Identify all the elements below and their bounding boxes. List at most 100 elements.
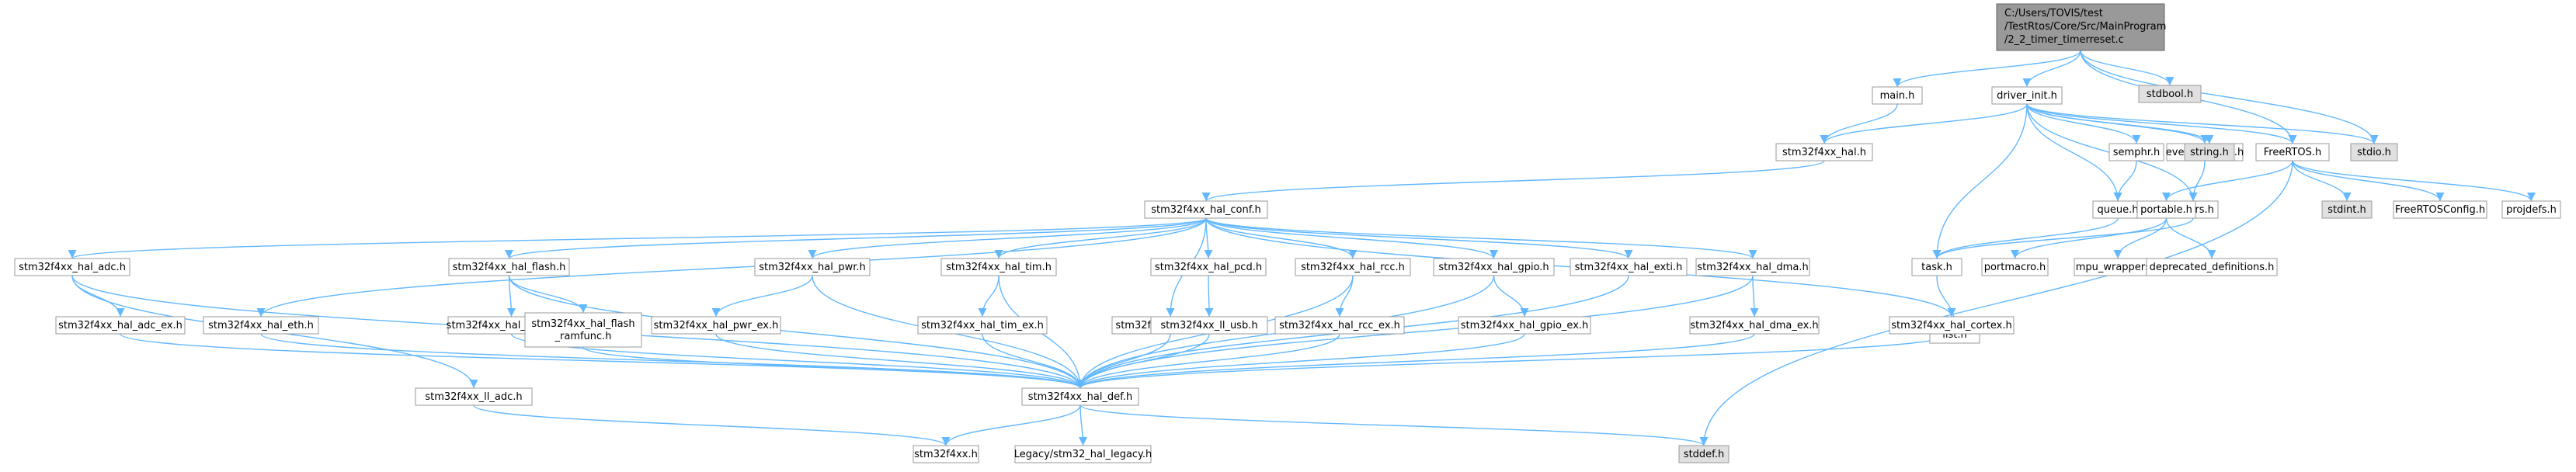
node-label: main.h: [1880, 90, 1915, 102]
node-hal-tim[interactable]: stm32f4xx_hal_tim.h: [940, 258, 1057, 276]
edge-ll_usb-to-hal_def: [1076, 333, 1210, 389]
node-hal-pwr-ex[interactable]: stm32f4xx_hal_pwr_ex.h: [651, 316, 781, 335]
node-freertos[interactable]: FreeRTOS.h: [2255, 143, 2330, 161]
node-hal-cortex[interactable]: stm32f4xx_hal_cortex.h: [1889, 316, 2015, 335]
edge-event_groups-to-timers: [2188, 160, 2206, 202]
edge-hal_def-to-stm32f4xx: [941, 404, 1081, 446]
edge-hal_rcc_ex-to-hal_def: [1076, 333, 1340, 389]
node-hal[interactable]: stm32f4xx_hal.h: [1775, 143, 1873, 161]
node-string-h[interactable]: string.h: [2184, 143, 2235, 161]
edge-hal-to-hal_conf: [1201, 160, 1825, 202]
node-label: stm32f4xx_hal_dma.h: [1697, 262, 1808, 273]
node-label: stm32f4xx_hal_rcc_ex.h: [1279, 320, 1400, 331]
node-stddef[interactable]: stddef.h: [1678, 445, 1730, 463]
node-label: stm32f4xx_hal_exti.h: [1575, 262, 1683, 273]
edge-hal_conf-to-hal_dma: [1205, 217, 1757, 259]
node-stdint[interactable]: stdint.h: [2321, 200, 2373, 219]
edge-hal_dma_ex-to-hal_def: [1076, 333, 1755, 389]
node-label: mpu_wrappers.h: [2076, 262, 2161, 273]
node-label: FreeRTOSConfig.h: [2395, 204, 2485, 216]
edge-hal_flash-to-hal_flash_ex: [506, 275, 516, 318]
node-hal-adc-ex[interactable]: stm32f4xx_hal_adc_ex.h: [55, 316, 186, 335]
node-hal-gpio[interactable]: stm32f4xx_hal_gpio.h: [1433, 258, 1555, 276]
node-hal-rcc-ex[interactable]: stm32f4xx_hal_rcc_ex.h: [1274, 316, 1405, 335]
edge-timers-to-task: [1932, 217, 2194, 259]
node-hal-def[interactable]: stm32f4xx_hal_def.h: [1021, 387, 1139, 406]
edge-hal_pwr_ex-to-hal_def: [715, 333, 1085, 389]
node-portable[interactable]: portable.h: [2136, 200, 2196, 219]
node-hal-gpio-ex[interactable]: stm32f4xx_hal_gpio_ex.h: [1458, 316, 1591, 335]
node-hal-conf[interactable]: stm32f4xx_hal_conf.h: [1144, 200, 1268, 219]
edge-queue-to-task: [1932, 217, 2119, 259]
edge-main_h-to-hal: [1820, 103, 1898, 144]
edge-hal_pcd-to-ll_usb: [1205, 275, 1214, 318]
edge-root-to-stdbool: [2080, 50, 2174, 86]
node-label: semphr.h: [2113, 147, 2160, 158]
edge-hal_conf-to-hal_tim: [994, 217, 1207, 259]
node-hal-dma-ex[interactable]: stm32f4xx_hal_dma_ex.h: [1689, 316, 1820, 335]
node-label: stm32f4xx_ll_usb.h: [1160, 320, 1257, 331]
node-ll-adc[interactable]: stm32f4xx_ll_adc.h: [415, 387, 533, 406]
node-label: _ramfunc.h: [554, 331, 611, 342]
node-label: stm32f4xx_hal_conf.h: [1151, 204, 1260, 216]
node-hal-adc[interactable]: stm32f4xx_hal_adc.h: [14, 258, 130, 276]
node-hal-flash-ramfunc[interactable]: stm32f4xx_hal_flash_ramfunc.h: [524, 312, 642, 348]
node-deprecated[interactable]: deprecated_definitions.h: [2146, 258, 2278, 276]
edge-hal_flash-to-hal_def: [508, 275, 1085, 389]
node-label: stm32f4xx_hal_flash: [531, 318, 634, 330]
node-hal-flash[interactable]: stm32f4xx_hal_flash.h: [448, 258, 570, 276]
edge-driver_init-to-queue: [2026, 103, 2122, 202]
node-hal-pcd[interactable]: stm32f4xx_hal_pcd.h: [1150, 258, 1267, 276]
edge-hal_conf-to-hal_gpio: [1205, 217, 1498, 259]
edge-hal_conf-to-hal_pcd: [1204, 217, 1213, 259]
file-nodes: C:/Users/TOVIS/test /TestRtos/Core/Src/M…: [14, 3, 2561, 463]
node-main-h[interactable]: main.h: [1872, 86, 1923, 105]
edge-driver_init-to-stdio_h: [2026, 103, 2379, 144]
node-ll-usb[interactable]: stm32f4xx_ll_usb.h: [1150, 316, 1268, 335]
node-hal-tim-ex[interactable]: stm32f4xx_hal_tim_ex.h: [917, 316, 1048, 335]
node-projdefs[interactable]: projdefs.h: [2501, 200, 2561, 219]
edge-hal_eth-to-hal_def: [260, 333, 1085, 389]
node-portmacro[interactable]: portmacro.h: [1981, 258, 2049, 276]
node-queue[interactable]: queue.h: [2092, 200, 2143, 219]
edge-hal_conf-to-hal_adc: [68, 217, 1207, 259]
node-hal-exti[interactable]: stm32f4xx_hal_exti.h: [1570, 258, 1688, 276]
node-label: FreeRTOS.h: [2264, 147, 2321, 158]
edge-hal_gpio_ex-to-hal_def: [1076, 333, 1525, 389]
edge-freertos-to-freertosconfig: [2292, 160, 2445, 202]
edge-hal_dma-to-hal_dma_ex: [1750, 275, 1759, 318]
root-file-node[interactable]: C:/Users/TOVIS/test /TestRtos/Core/Src/M…: [1996, 3, 2166, 51]
node-task[interactable]: task.h: [1911, 258, 1962, 276]
edge-freertos-to-stdint: [2292, 160, 2352, 202]
root-path-line-1: C:/Users/TOVIS/test: [2004, 8, 2103, 19]
edge-root-to-driver_init: [2022, 50, 2081, 88]
edge-hal_conf-to-hal_exti: [1205, 217, 1633, 259]
edge-ll_adc-to-stm32f4xx: [473, 404, 951, 446]
node-label: stm32f4xx_hal_def.h: [1028, 391, 1132, 403]
node-legacy[interactable]: Legacy/stm32_hal_legacy.h: [1014, 445, 1152, 463]
node-stm32f4xx[interactable]: stm32f4xx.h: [913, 445, 979, 463]
node-hal-dma[interactable]: stm32f4xx_hal_dma.h: [1695, 258, 1810, 276]
node-label: stm32f4xx_hal_flash.h: [453, 262, 566, 273]
node-freertosconfig[interactable]: FreeRTOSConfig.h: [2393, 200, 2487, 219]
edge-hal_uart-to-hal_def: [1076, 333, 1171, 389]
node-stdio-h[interactable]: stdio.h: [2350, 143, 2398, 161]
edge-hal_tim_ex-to-hal_def: [982, 333, 1085, 389]
node-hal-eth[interactable]: stm32f4xx_hal_eth.h: [203, 316, 319, 335]
node-label: deprecated_definitions.h: [2150, 262, 2275, 273]
node-label: stm32f4xx_hal.h: [1782, 147, 1866, 158]
node-hal-pwr[interactable]: stm32f4xx_hal_pwr.h: [754, 258, 871, 276]
edge-portable-to-mpu_wrappers: [2113, 217, 2168, 259]
node-label: stm32f4xx_hal_rcc.h: [1301, 262, 1405, 273]
root-path-line-3: /2_2_timer_timerreset.c: [2004, 34, 2124, 46]
node-label: stm32f4xx_hal_tim.h: [946, 262, 1052, 273]
node-label: stm32f4xx_hal_pcd.h: [1155, 262, 1262, 273]
node-mpu-wrappers[interactable]: mpu_wrappers.h: [2074, 258, 2162, 276]
node-semphr[interactable]: semphr.h: [2108, 143, 2164, 161]
node-hal-rcc[interactable]: stm32f4xx_hal_rcc.h: [1295, 258, 1411, 276]
edge-freertos-to-projdefs: [2292, 160, 2536, 202]
node-stdbool[interactable]: stdbool.h: [2138, 85, 2202, 103]
node-driver-init[interactable]: driver_init.h: [1991, 86, 2063, 105]
edge-hal_def-to-legacy: [1078, 404, 1088, 446]
